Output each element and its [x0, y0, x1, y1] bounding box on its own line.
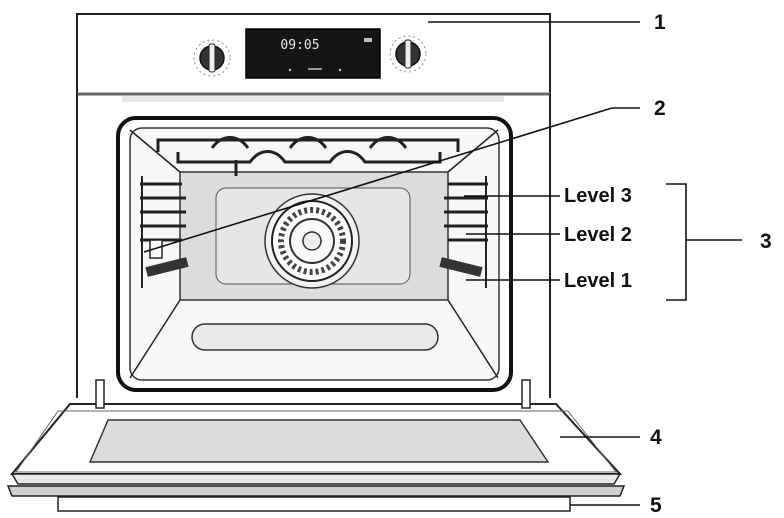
callout-2: 2	[654, 97, 666, 120]
display-time: 09:05	[280, 38, 319, 53]
oven-door	[6, 379, 626, 497]
level-1-label: Level 1	[564, 270, 632, 292]
left-knob-icon	[193, 39, 231, 77]
callout-1: 1	[654, 11, 666, 34]
callout-lines	[143, 21, 742, 506]
control-panel	[76, 13, 551, 102]
callout-4: 4	[650, 426, 662, 449]
level-2-label: Level 2	[564, 224, 632, 246]
bottom-trim	[57, 496, 571, 512]
fan-icon	[264, 193, 360, 289]
grill-element	[156, 136, 460, 176]
level-3-label: Level 3	[564, 185, 632, 207]
callout-3: 3	[760, 230, 772, 253]
callout-5: 5	[650, 494, 662, 517]
right-shelf-rails	[439, 176, 488, 288]
oven-body	[76, 94, 551, 398]
clock-display: 09:05	[245, 28, 381, 79]
right-knob-icon	[389, 35, 427, 73]
left-shelf-rails	[140, 176, 189, 288]
